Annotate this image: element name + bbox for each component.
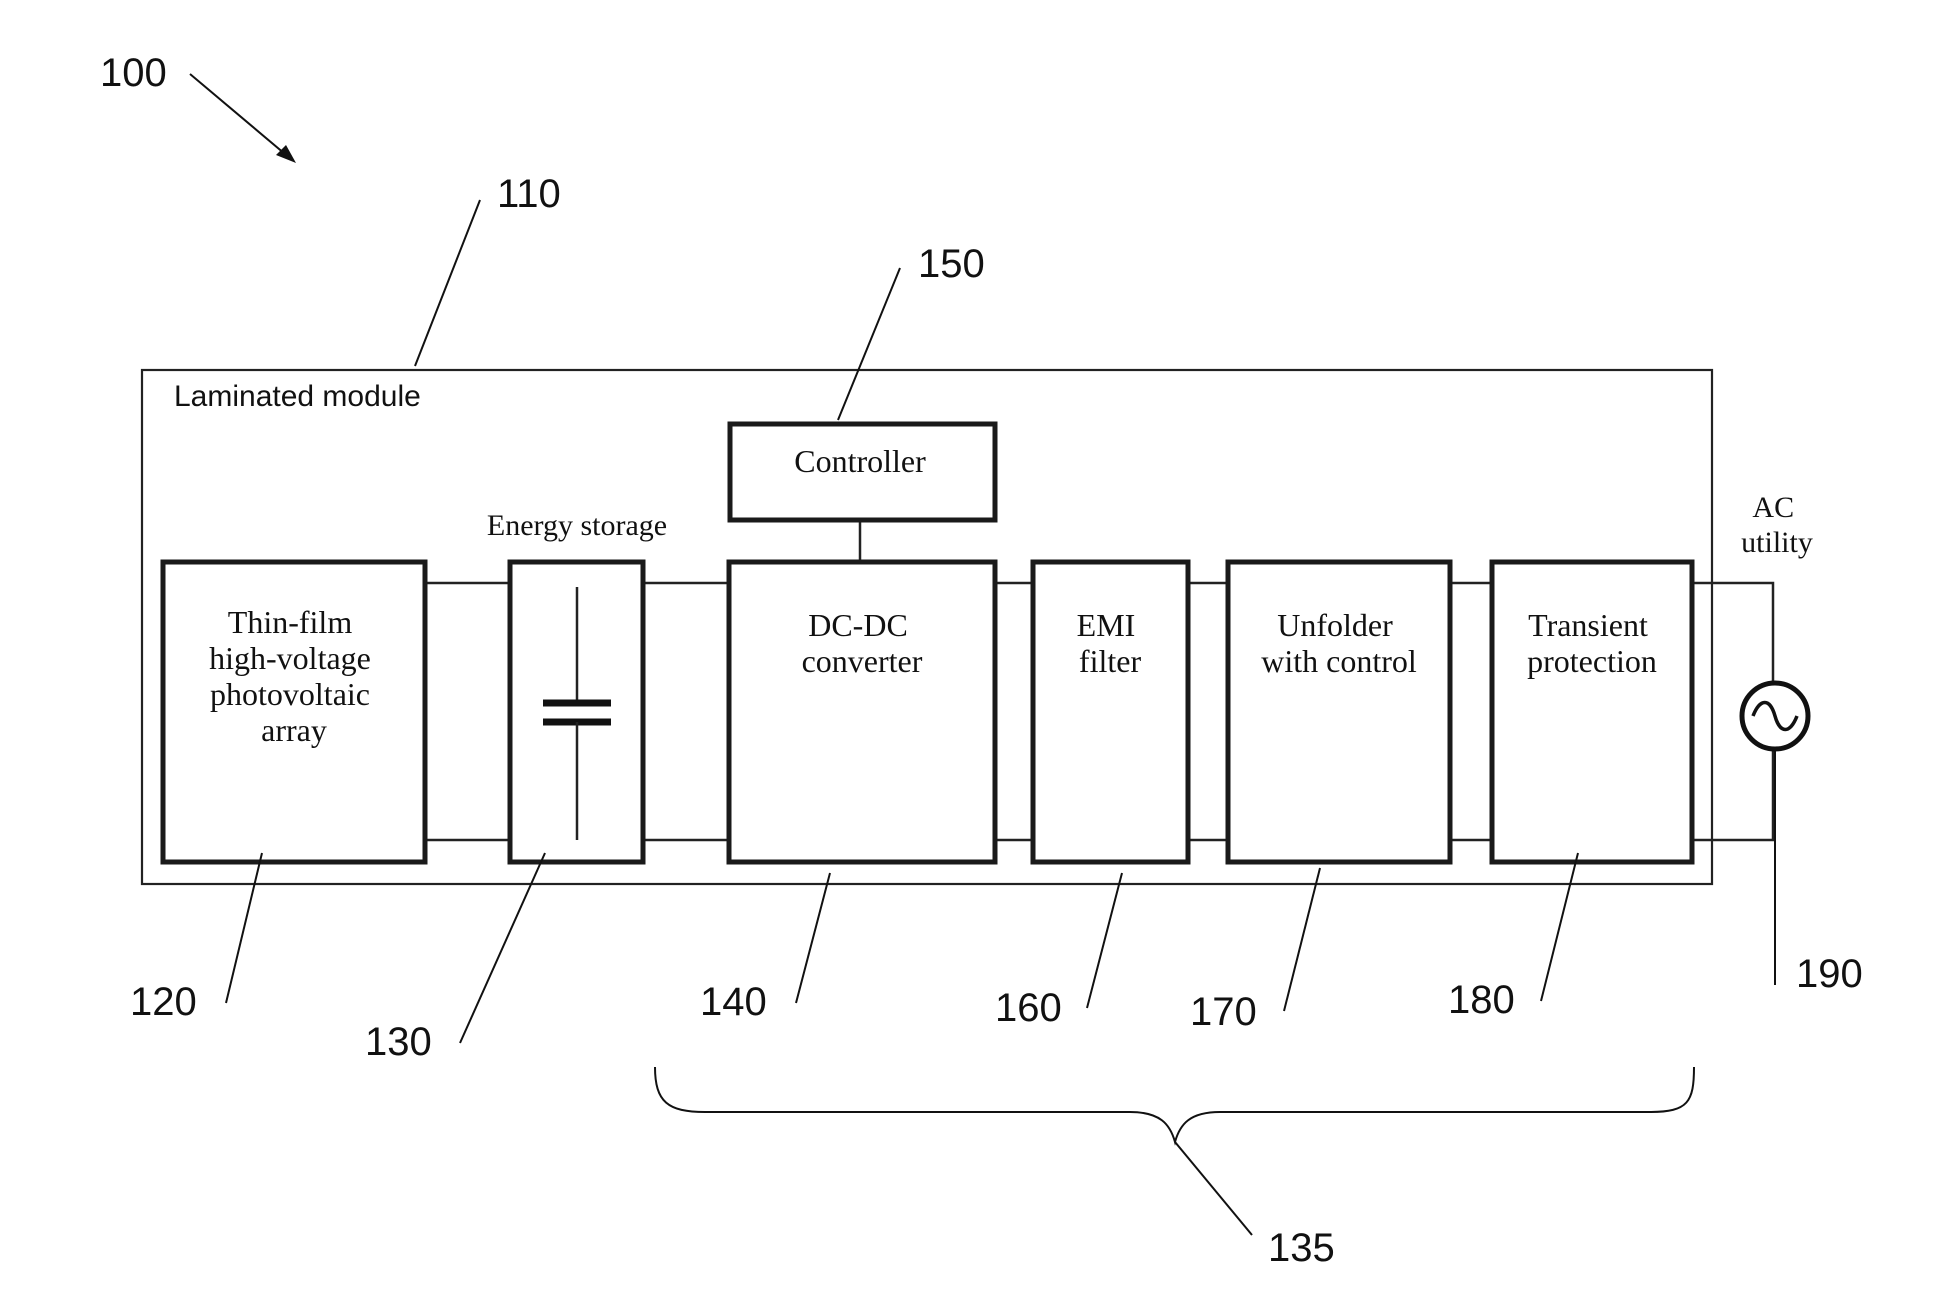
unfolder-ref-170: 170 — [1190, 990, 1257, 1034]
module-leader-line — [415, 200, 480, 366]
emi-ref-160: 160 — [995, 986, 1062, 1030]
controller-ref-150: 150 — [918, 242, 985, 286]
emi-filter-label: EMI filter — [1077, 607, 1144, 679]
energy-storage-leader-line — [460, 853, 545, 1043]
pv-array-leader-line — [226, 853, 262, 1003]
energy-storage-label: Energy storage — [487, 509, 667, 542]
unfolder-leader-line — [1284, 868, 1320, 1011]
module-ref-110: 110 — [497, 172, 561, 216]
figure-ref-arrow — [190, 74, 296, 163]
emi-leader-line — [1087, 873, 1122, 1008]
laminated-module-label: Laminated module — [174, 380, 421, 413]
controller-label: Controller — [794, 443, 926, 479]
ac-source-icon — [1742, 683, 1808, 749]
transient-ref-180: 180 — [1448, 978, 1515, 1022]
group-brace-leader-line — [1175, 1142, 1252, 1235]
transient-leader-line — [1541, 853, 1578, 1001]
transient-protection-label: Transient protection — [1527, 607, 1657, 679]
dcdc-leader-line — [796, 873, 830, 1003]
dcdc-converter-label: DC-DC converter — [802, 607, 923, 679]
ac-utility-ref-190: 190 — [1796, 952, 1863, 996]
unfolder-label: Unfolder with control — [1261, 607, 1417, 679]
group-ref-135: 135 — [1268, 1226, 1335, 1270]
dcdc-ref-140: 140 — [700, 980, 767, 1024]
energy-storage-ref-130: 130 — [365, 1020, 432, 1064]
figure-ref-100: 100 — [100, 51, 167, 95]
ac-utility-label: AC utility — [1741, 491, 1813, 559]
pv-array-ref-120: 120 — [130, 980, 197, 1024]
controller-leader-line — [838, 268, 900, 420]
group-brace — [655, 1067, 1694, 1142]
